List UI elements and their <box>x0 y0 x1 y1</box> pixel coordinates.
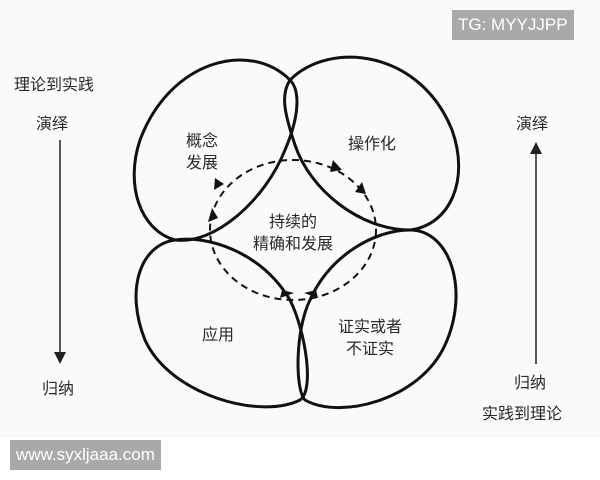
center-label-line1: 持续的 <box>268 212 317 231</box>
cycle-arrow-icon <box>355 182 366 194</box>
left-top-label: 理论到实践 <box>14 75 95 94</box>
left-down-arrow-icon <box>54 140 66 364</box>
right-start-label: 归纳 <box>514 373 547 392</box>
right-bottom-label: 实践到理论 <box>482 404 563 423</box>
loop-bottom-right <box>296 228 458 409</box>
cycle-arrow-icon <box>304 290 318 298</box>
cycle-arrow-icon <box>208 208 218 222</box>
cycle-arrow-icon <box>330 160 342 172</box>
cycle-arrow-icon <box>214 178 224 190</box>
left-end-label: 归纳 <box>42 379 75 398</box>
loop-top-left <box>132 58 299 242</box>
loop-label-verify: 证实或者 不证实 <box>338 317 403 358</box>
right-end-label: 演绎 <box>516 114 549 133</box>
loop-label-apply: 应用 <box>202 325 235 344</box>
dashed-cycle <box>209 159 377 301</box>
loop-top-right <box>283 55 461 232</box>
right-up-arrow-icon <box>530 142 542 364</box>
watermark-top-right: TG: MYYJJPP <box>452 10 574 40</box>
center-label-line2: 精确和发展 <box>252 234 333 253</box>
loop-label-concept: 概念 发展 <box>186 131 219 172</box>
watermark-bottom-left: www.syxljaaa.com <box>10 440 161 470</box>
loop-label-operationalize: 操作化 <box>348 134 397 153</box>
loop-bottom-left <box>134 237 309 409</box>
left-start-label: 演绎 <box>36 114 69 133</box>
cycle-arrow-icon <box>280 290 294 298</box>
